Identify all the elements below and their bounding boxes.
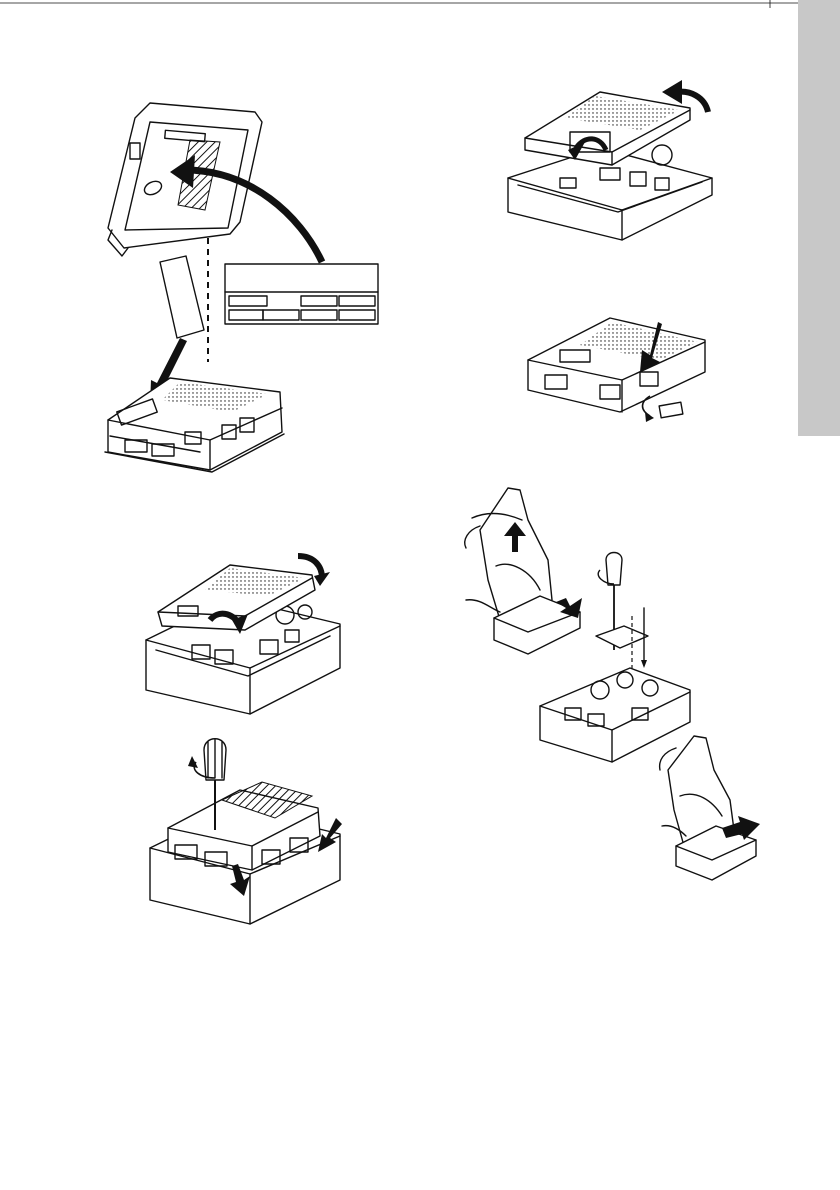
label-strip (160, 256, 204, 338)
figure-module-install (465, 488, 760, 880)
removed-part (659, 402, 683, 418)
nameplate (225, 264, 378, 324)
module-board (596, 626, 648, 648)
figure-screw-unlock (150, 739, 342, 924)
figure-cover-press (528, 318, 705, 422)
base-frame (540, 668, 690, 762)
figure-cover-lift (508, 80, 712, 240)
figure-cover-tilt (146, 556, 340, 714)
side-tab (798, 0, 840, 436)
figure-label-removal (105, 103, 378, 472)
controller-unit (105, 378, 284, 472)
